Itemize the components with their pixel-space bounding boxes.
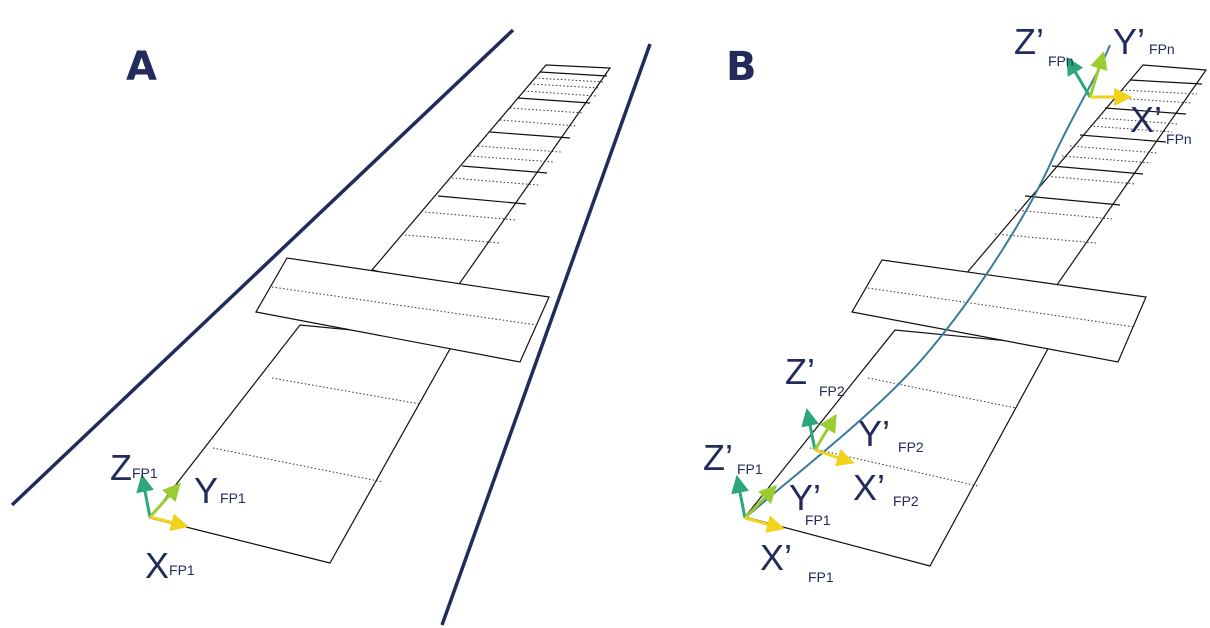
y-axis-label: Y’	[789, 477, 821, 518]
x-arrow-icon	[744, 515, 785, 533]
x-axis-label: X’FP2	[853, 467, 919, 509]
walkway-lower	[148, 324, 456, 564]
panel-a: A	[10, 28, 652, 626]
crossing-plate	[255, 257, 550, 363]
crossing-plate-b	[851, 259, 1147, 363]
y-axis-sub-label: FP1	[805, 512, 831, 528]
axes-fp1-b: Z’FP1 Y’ FP1 X’ FP1	[703, 437, 834, 585]
z-axis-label: ZFP1	[110, 447, 158, 488]
axes-fp2: Z’FP2 Y’FP2 X’FP2	[785, 351, 924, 509]
z-axis-label: Z’FP1	[703, 437, 763, 478]
trajectory-curve	[744, 44, 1111, 519]
y-arrow-icon	[813, 413, 837, 451]
panel-b-label: B	[726, 44, 757, 90]
panel-a-label: A	[126, 44, 157, 90]
x-axis-label: XFP1	[145, 545, 195, 586]
axes-fpn: Z’FPn Y’FPn X’FPn	[1014, 21, 1192, 147]
boundary-line-right	[440, 43, 652, 626]
y-axis-label: Y’FP2	[858, 413, 924, 455]
y-arrow-icon	[148, 482, 181, 519]
y-axis-label: Y’FPn	[1113, 21, 1175, 62]
x-axis-label: X’	[760, 537, 792, 578]
z-arrow-icon	[1066, 56, 1092, 98]
z-axis-label: Z’FPn	[1014, 21, 1074, 69]
walkway-track	[148, 64, 612, 564]
x-arrow-icon	[149, 513, 189, 532]
x-axis-sub-label: FP1	[808, 569, 834, 585]
x-arrow-icon	[814, 448, 855, 467]
panel-b: B	[703, 21, 1208, 585]
z-arrow-icon	[136, 473, 154, 518]
y-arrow-icon	[1088, 51, 1108, 98]
z-arrow-icon	[731, 474, 749, 519]
walkway-upper	[370, 64, 612, 291]
z-axis-label: Z’FP2	[785, 351, 845, 399]
y-arrow-icon	[743, 484, 777, 520]
boundary-line-left	[10, 28, 515, 507]
walkway-track-b	[743, 64, 1208, 567]
x-axis-label: X’FPn	[1130, 99, 1192, 147]
z-arrow-icon	[801, 407, 819, 451]
